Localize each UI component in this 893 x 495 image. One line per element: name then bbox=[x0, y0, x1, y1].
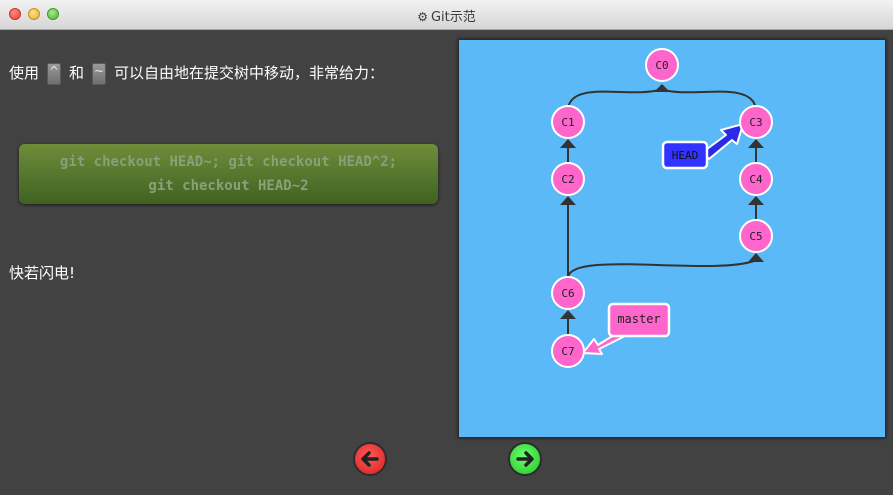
commit-c1[interactable]: C1 bbox=[551, 105, 585, 139]
lesson-outro-text: 快若闪电! bbox=[9, 264, 76, 282]
edge-c1-c0 bbox=[567, 89, 660, 110]
window-title: ⚙Git示范 bbox=[0, 6, 893, 25]
tilde-key: ~ bbox=[92, 62, 107, 85]
title-bar: ⚙Git示范 bbox=[0, 0, 893, 30]
edge-arrowheads bbox=[560, 84, 764, 319]
arrowhead-c3 bbox=[748, 139, 764, 148]
commit-label: C5 bbox=[749, 230, 762, 243]
commit-c0[interactable]: C0 bbox=[645, 48, 679, 82]
lesson-text-part: 可以自由地在提交树中移动，非常给力： bbox=[114, 64, 385, 82]
commit-label: C1 bbox=[561, 116, 574, 129]
arrowhead-c1 bbox=[560, 139, 576, 148]
arrowhead-c4 bbox=[748, 196, 764, 205]
head-pointer: HEAD bbox=[661, 123, 744, 170]
command-box[interactable]: git checkout HEAD~; git checkout HEAD^2;… bbox=[19, 144, 438, 204]
commit-label: C2 bbox=[561, 173, 574, 186]
command-line-2: git checkout HEAD~2 bbox=[148, 178, 309, 194]
arrow-left-icon bbox=[361, 451, 379, 467]
lesson-intro-text: 使用 ^ 和 ~ 可以自由地在提交树中移动，非常给力： bbox=[9, 62, 384, 85]
arrowhead-c0-left bbox=[654, 84, 670, 92]
close-window-button[interactable] bbox=[9, 8, 21, 20]
master-pointer: master bbox=[582, 302, 671, 355]
lesson-pane: 使用 ^ 和 ~ 可以自由地在提交树中移动，非常给力： git checkout HEA… bbox=[0, 30, 450, 495]
arrow-right-icon bbox=[516, 451, 534, 467]
commit-label: C0 bbox=[655, 59, 668, 72]
maximize-window-button[interactable] bbox=[47, 8, 59, 20]
master-branch-label: master bbox=[617, 312, 660, 326]
commit-c2[interactable]: C2 bbox=[551, 162, 585, 196]
commit-label: C6 bbox=[561, 287, 574, 300]
commit-label: C3 bbox=[749, 116, 762, 129]
command-line-1: git checkout HEAD~; git checkout HEAD^2; bbox=[59, 154, 398, 170]
master-branch-box[interactable] bbox=[607, 302, 671, 338]
edge-c3-c0 bbox=[663, 89, 757, 110]
commit-c3[interactable]: C3 bbox=[739, 105, 773, 139]
caret-key: ^ bbox=[47, 62, 62, 85]
edge-c6-c5 bbox=[567, 260, 755, 279]
window-title-text: Git示范 bbox=[430, 10, 476, 25]
commit-c6[interactable]: C6 bbox=[551, 276, 585, 310]
commit-c4[interactable]: C4 bbox=[739, 162, 773, 196]
arrowhead-c6 bbox=[560, 310, 576, 319]
commit-graph-panel: HEAD master C0 C1 C2 bbox=[458, 39, 886, 438]
commit-label: C7 bbox=[561, 345, 574, 358]
back-button[interactable] bbox=[353, 442, 387, 476]
minimize-window-button[interactable] bbox=[28, 8, 40, 20]
commit-edges bbox=[567, 89, 757, 336]
arrowhead-c2 bbox=[560, 196, 576, 205]
lesson-text-part: 使用 bbox=[9, 64, 40, 82]
commit-nodes: C0 C1 C2 C3 C4 bbox=[551, 48, 773, 368]
forward-button[interactable] bbox=[508, 442, 542, 476]
commit-c7[interactable]: C7 bbox=[551, 334, 585, 368]
commit-c5[interactable]: C5 bbox=[739, 219, 773, 253]
commit-graph: HEAD master C0 C1 C2 bbox=[551, 48, 773, 368]
commit-label: C4 bbox=[749, 173, 763, 186]
arrowhead-c5 bbox=[748, 253, 764, 262]
gear-icon: ⚙ bbox=[417, 10, 428, 24]
head-branch-label: HEAD bbox=[672, 149, 699, 162]
lesson-text-part: 和 bbox=[69, 64, 85, 82]
head-pointer-arrow bbox=[702, 123, 744, 160]
head-branch-box[interactable] bbox=[661, 140, 709, 170]
